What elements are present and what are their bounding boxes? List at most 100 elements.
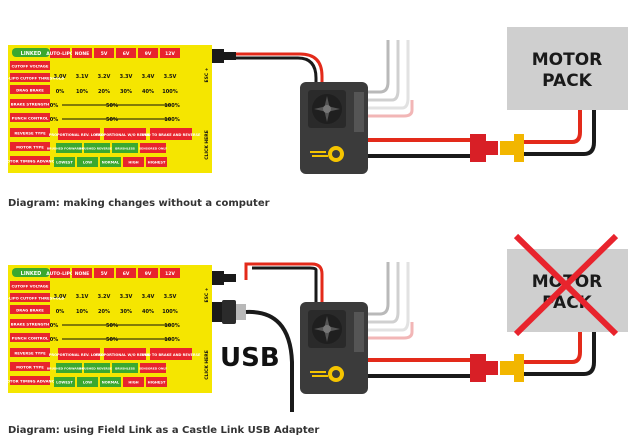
brake-tick: 0%: [50, 103, 59, 109]
fan-icon: [312, 94, 342, 124]
reverse-option-bg: [150, 128, 192, 140]
punch-tick: 50%: [106, 337, 118, 343]
reverse-option: FWD TO BRAKE AND REVERSE: [142, 353, 202, 357]
row-label-bg: [10, 319, 50, 328]
motor-wire-red: [524, 332, 582, 364]
col-header-bg: [94, 48, 114, 58]
cutoff-value: 3.0V: [54, 294, 67, 300]
drag-value: 10%: [76, 89, 88, 95]
col-header-bg: [116, 268, 136, 278]
row-label: CUTOFF VOLTAGE: [11, 64, 48, 69]
linked-chip: [12, 48, 50, 57]
reverse-option-bg: [150, 348, 192, 360]
col-header-bg: [160, 48, 180, 58]
drag-value: 10%: [76, 309, 88, 315]
cutoff-value: 3.4V: [142, 74, 155, 80]
brake-tick: 50%: [106, 323, 118, 329]
side-label-top: ESC +: [204, 287, 210, 302]
deans-connector: [470, 134, 524, 162]
timing-option-bg: [77, 157, 98, 167]
col-header-bg: [72, 48, 92, 58]
row-label-bg: [10, 113, 50, 122]
timing-option-bg: [54, 377, 75, 387]
motor-option: BRUSHED FORWARD ONLY: [47, 147, 92, 151]
row-label-bg: [10, 61, 50, 70]
timing-option: HIGHEST: [148, 161, 166, 165]
side-label-bottom: CLICK HERE: [204, 350, 210, 380]
cross-out-icon: [513, 233, 619, 337]
signal-wire-red: [236, 52, 324, 90]
timing-option-bg: [123, 377, 144, 387]
cutoff-value: 3.3V: [120, 294, 133, 300]
motor-option-bg: [56, 143, 82, 153]
cutoff-value: 3.2V: [98, 74, 111, 80]
caption-bottom: Diagram: using Field Link as a Castle Li…: [8, 425, 320, 436]
row-label: REVERSE TYPE: [14, 351, 46, 356]
usb-cable: [245, 309, 294, 412]
punch-tick: 100%: [164, 337, 179, 343]
linked-chip-label: LINKED: [21, 271, 42, 277]
receiver-wires: [368, 40, 414, 118]
deans-connector: [470, 354, 524, 382]
col-header-bg: [160, 268, 180, 278]
cutoff-value: 3.2V: [98, 294, 111, 300]
motor-wire-red: [524, 110, 582, 144]
motor-option-bg: [112, 143, 138, 153]
col-header-bg: [50, 48, 70, 58]
timing-option-bg: [100, 157, 121, 167]
brake-tick: 100%: [164, 323, 179, 329]
motor-pack: MOTOR PACK: [507, 27, 628, 110]
row-label-bg: [10, 156, 50, 165]
row-label: BRAKE STRENGTH: [11, 322, 49, 327]
punch-tick: 50%: [106, 117, 118, 123]
cutoff-value: 3.1V: [76, 294, 89, 300]
row-label: DRAG BRAKE: [16, 308, 44, 313]
row-label: CUTOFF VOLTAGE: [11, 284, 48, 289]
motor-option: BRUSHED REVERSED: [79, 147, 115, 151]
cutoff-value: 3.1V: [76, 74, 89, 80]
col-header: NONE: [75, 51, 89, 57]
usb-connector: [212, 300, 246, 324]
cutoff-value: 3.5V: [164, 294, 177, 300]
side-label-top: ESC +: [204, 67, 210, 82]
signal-wire-black: [236, 56, 318, 90]
row-label-bg: [10, 362, 50, 371]
row-label: PUNCH CONTROL: [12, 336, 49, 341]
reverse-option: PROPORTIONAL W/O REVERSE: [95, 133, 155, 137]
row-label-bg: [10, 293, 50, 302]
col-header: 12V: [165, 51, 175, 57]
motor-pack-label-bottom: PACK: [542, 71, 593, 91]
col-header: 5V: [101, 271, 108, 277]
timing-option: LOW: [83, 381, 92, 385]
timing-option-bg: [146, 157, 167, 167]
timing-option-bg: [54, 157, 75, 167]
card-plug: [212, 271, 236, 285]
motor-option-bg: [56, 363, 82, 373]
motor-option-bg: [140, 363, 166, 373]
motor-pack-label-top: MOTOR: [532, 50, 603, 70]
timing-option-bg: [100, 377, 121, 387]
motor-option: BRUSHED REVERSED: [79, 367, 115, 371]
reverse-option: PROPORTIONAL W/O REVERSE: [95, 353, 155, 357]
row-label-bg: [10, 85, 50, 94]
cutoff-value: 3.0V: [54, 74, 67, 80]
cutoff-value: 3.5V: [164, 74, 177, 80]
col-header: 9V: [145, 51, 152, 57]
card-plug: [212, 49, 236, 63]
timing-option: NORMAL: [102, 381, 120, 385]
row-label: MOTOR TYPE: [16, 365, 44, 370]
row-label-bg: [10, 281, 50, 290]
row-label: AUTO-LIPO CUTOFF THRESHOLD: [0, 76, 64, 81]
cutoff-value: 3.4V: [142, 294, 155, 300]
reverse-option-bg: [58, 348, 100, 360]
row-label-bg: [10, 348, 50, 357]
brake-tick: 50%: [106, 103, 118, 109]
motor-option: SENSORED ONLY: [139, 367, 168, 371]
motor-option: BRUSHED FORWARD ONLY: [47, 367, 92, 371]
row-label: MOTOR TIMING ADVANCE: [3, 159, 58, 164]
motor-option-bg: [140, 143, 166, 153]
esc-controller: [300, 302, 368, 394]
col-header: 6V: [123, 51, 130, 57]
